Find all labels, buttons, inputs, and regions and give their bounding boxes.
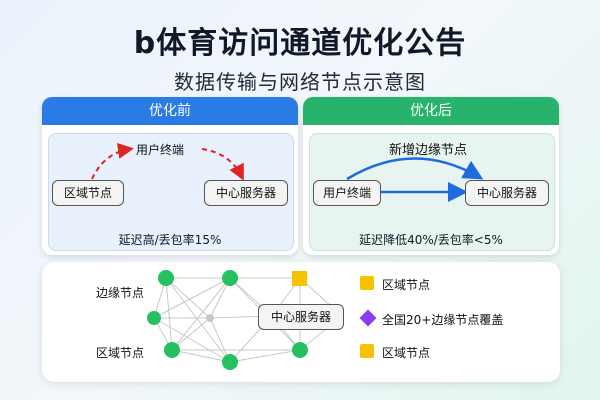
legend-edge-count-label: 全国20+边缘节点覆盖 [382, 313, 504, 327]
edge-node [164, 342, 180, 358]
after-panel-header: 优化后 [303, 97, 559, 125]
edge-node-label: 边缘节点 [96, 286, 145, 300]
before-panel-footer: 延迟高/丢包率15% [118, 233, 222, 247]
after-new-edge-node-label: 新增边缘节点 [389, 143, 468, 158]
before-panel: 优化前 用户终端 区域节点 中心服务器 延迟高/丢包率15% [42, 97, 298, 255]
after-panel-footer: 延迟降低40%/丢包率<5% [359, 233, 503, 247]
before-user-terminal-label: 用户终端 [136, 143, 185, 157]
legend-region-square-icon [360, 276, 374, 290]
network-hub-node [206, 314, 214, 322]
after-user-terminal-box: 用户终端 [313, 180, 381, 206]
before-arrow-right [201, 148, 244, 181]
network-diagram: 边缘节点 区域节点 中心服务器 区域节点 全国20+边缘节点覆盖 区域节点 [42, 262, 560, 382]
network-graph [147, 270, 343, 370]
after-center-server-box: 中心服务器 [465, 180, 549, 206]
before-arrows [91, 142, 244, 181]
before-arrow-left [91, 142, 134, 180]
region-node [292, 271, 307, 286]
edge-node [158, 270, 174, 286]
edge-node [222, 270, 238, 286]
network-links [153, 277, 343, 363]
page-title: b体育访问通道优化公告 [133, 26, 467, 61]
before-region-node-box: 区域节点 [52, 180, 124, 206]
region-node-label: 区域节点 [96, 346, 145, 360]
network-center-server-box: 中心服务器 [258, 304, 344, 330]
legend-region-square-icon [360, 344, 374, 358]
before-center-server-box: 中心服务器 [204, 180, 288, 206]
edge-node [222, 354, 238, 370]
legend-region-label-1: 区域节点 [382, 278, 431, 292]
edge-node [147, 311, 161, 325]
after-panel: 优化后 新增边缘节点 用户终端 中心服务器 延迟降低40%/丢包率<5% [303, 97, 559, 255]
edge-node [292, 342, 308, 358]
legend-region-label-2: 区域节点 [382, 346, 431, 360]
after-arrow-curve [346, 157, 484, 181]
before-panel-header: 优化前 [42, 97, 298, 125]
after-arrows [346, 157, 484, 202]
page-subtitle: 数据传输与网络节点示意图 [174, 70, 426, 94]
